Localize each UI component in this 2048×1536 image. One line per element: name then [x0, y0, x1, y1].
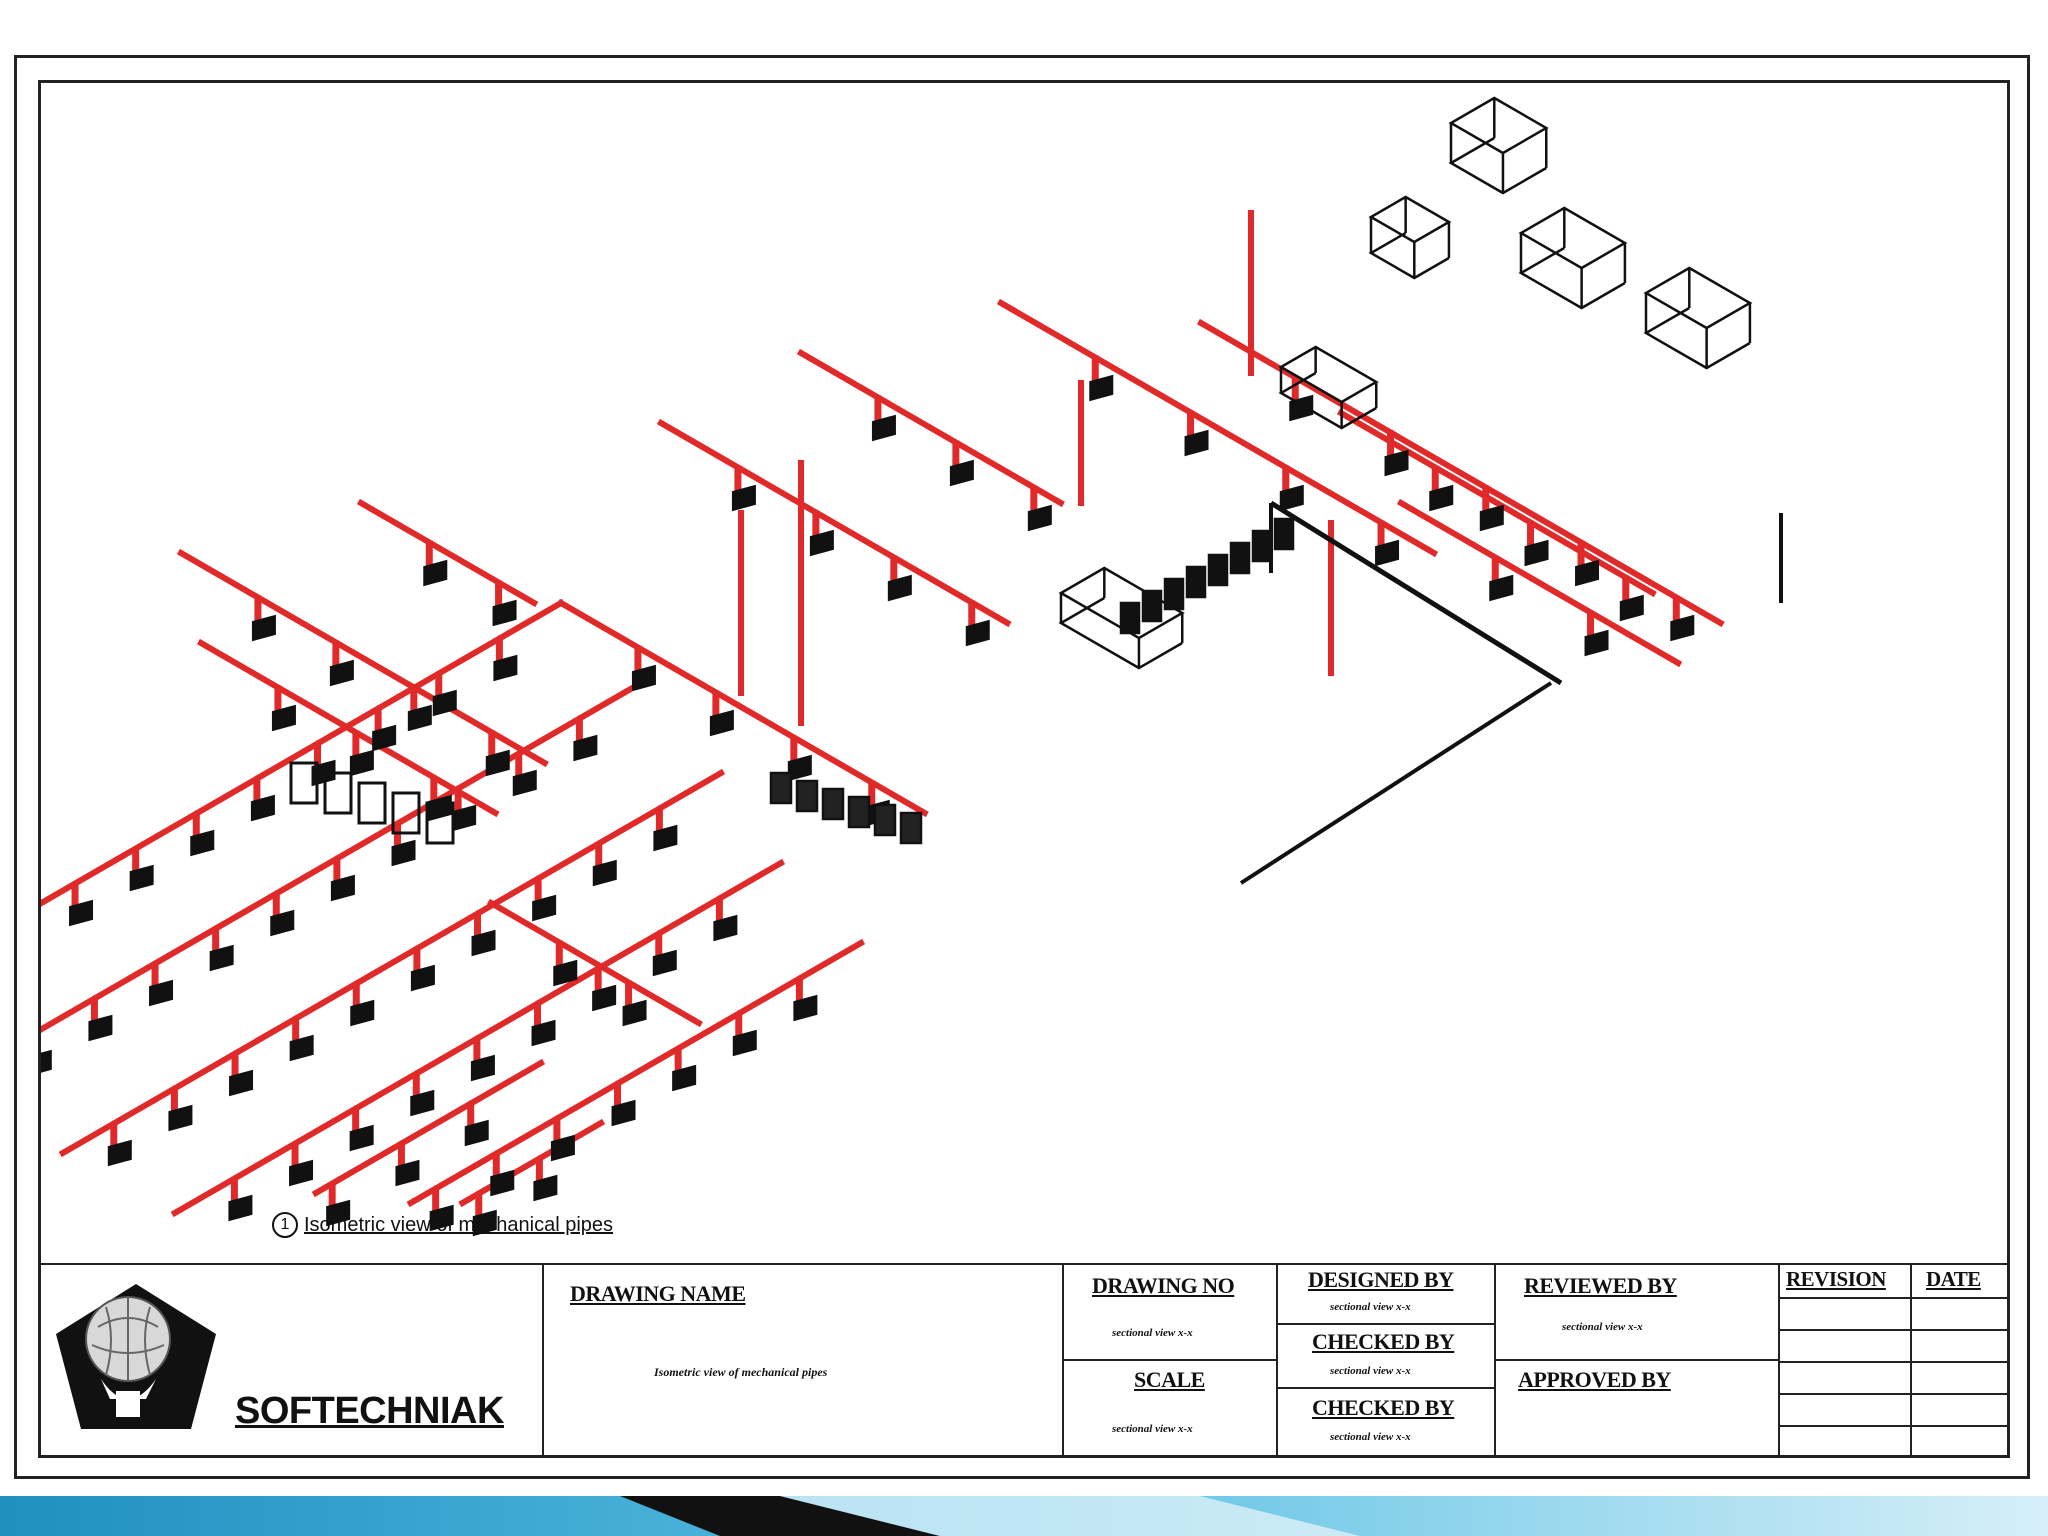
drawing-no-label: DRAWING NO [1092, 1273, 1235, 1298]
date-row [1910, 1329, 2010, 1363]
isometric-pipe-drawing [41, 96, 1783, 1237]
reviewed-by-value: sectional view x-x [1562, 1321, 1643, 1333]
checked-by-label-1: CHECKED BY [1312, 1329, 1455, 1354]
company-logo [56, 1284, 216, 1429]
revision-header: REVISION [1778, 1263, 1912, 1299]
date-row [1910, 1393, 2010, 1427]
caption-text: Isometric view of mechanical pipes [304, 1213, 614, 1236]
date-row [1910, 1297, 2010, 1331]
approved-by-cell: APPROVED BY [1494, 1359, 1780, 1458]
checked-by-value-1: sectional view x-x [1330, 1365, 1411, 1377]
revision-row [1778, 1297, 1912, 1331]
date-label: DATE [1926, 1267, 1981, 1291]
checked-by-cell-1: CHECKED BY sectional view x-x [1276, 1323, 1496, 1389]
terminal-units [41, 374, 1695, 1237]
designed-by-value: sectional view x-x [1330, 1301, 1411, 1313]
date-row [1910, 1425, 2010, 1458]
reviewed-by-label: REVIEWED BY [1524, 1273, 1677, 1298]
approved-by-label: APPROVED BY [1518, 1367, 1671, 1392]
checked-by-value-2: sectional view x-x [1330, 1431, 1411, 1443]
revision-row [1778, 1361, 1912, 1395]
drawing-name-label: DRAWING NAME [570, 1281, 746, 1306]
designed-by-label: DESIGNED BY [1308, 1267, 1454, 1292]
scale-value: sectional view x-x [1112, 1423, 1193, 1435]
title-block: SOFTECHNIAK DRAWING NAME Isometric view … [38, 1263, 2010, 1458]
checked-by-label-2: CHECKED BY [1312, 1395, 1455, 1420]
designed-by-cell: DESIGNED BY sectional view x-x [1276, 1263, 1496, 1325]
logo-cell: SOFTECHNIAK [38, 1263, 544, 1458]
revision-row [1778, 1329, 1912, 1363]
revision-row [1778, 1425, 1912, 1458]
drawing-name-cell: DRAWING NAME Isometric view of mechanica… [542, 1263, 1064, 1458]
checked-by-cell-2: CHECKED BY sectional view x-x [1276, 1387, 1496, 1458]
pipe-network [41, 210, 1725, 1220]
date-header: DATE [1910, 1263, 2010, 1299]
drawing-caption: 1 Isometric view of mechanical pipes [272, 1212, 613, 1238]
scale-cell: SCALE sectional view x-x [1062, 1359, 1278, 1458]
caption-number: 1 [272, 1212, 298, 1238]
equipment [289, 96, 1783, 885]
revision-label: REVISION [1786, 1267, 1886, 1291]
scale-label: SCALE [1134, 1367, 1205, 1392]
date-row [1910, 1361, 2010, 1395]
revision-row [1778, 1393, 1912, 1427]
sheet-outer-border [14, 55, 2030, 1479]
reviewed-by-cell: REVIEWED BY sectional view x-x [1494, 1263, 1780, 1361]
drawing-no-cell: DRAWING NO sectional view x-x [1062, 1263, 1278, 1361]
company-name: SOFTECHNIAK [235, 1390, 504, 1432]
drawing-name-value: Isometric view of mechanical pipes [654, 1365, 828, 1379]
drawing-no-value: sectional view x-x [1112, 1327, 1193, 1339]
slide-banner [0, 1496, 2048, 1536]
